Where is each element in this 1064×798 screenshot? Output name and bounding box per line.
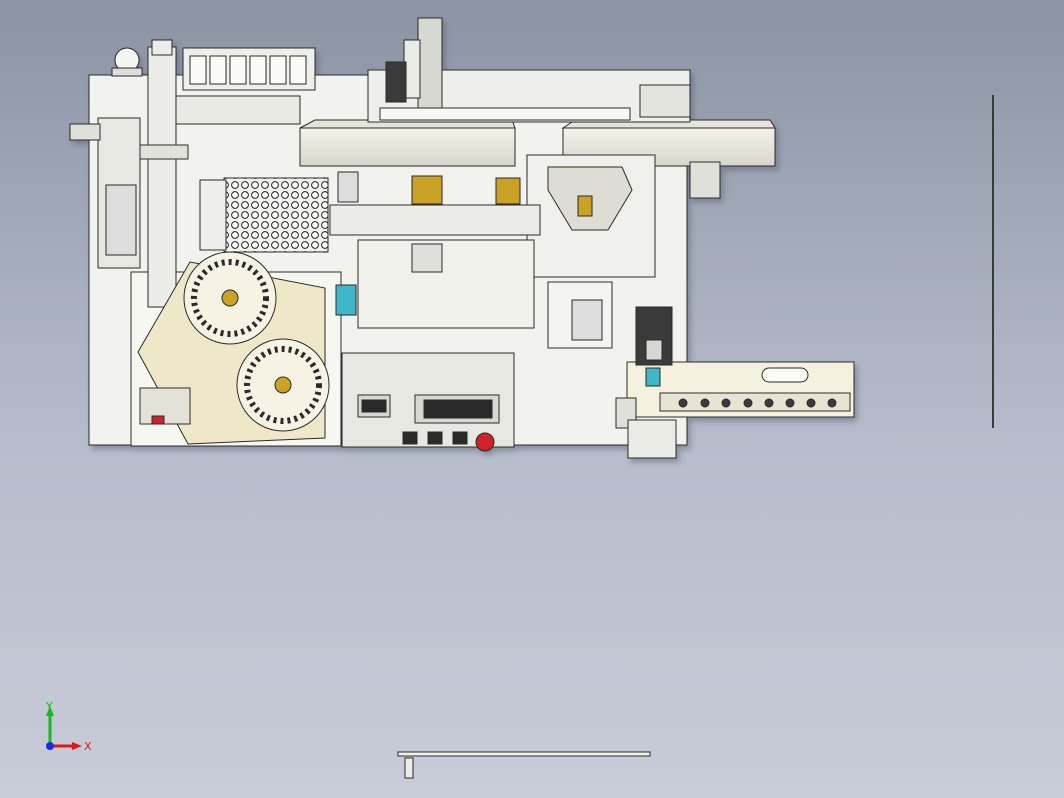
gripper-right: [495, 177, 521, 205]
panel-button-3: [452, 431, 468, 445]
y-axis-label: Y: [45, 700, 53, 713]
vertical-rail: [147, 46, 177, 308]
y-axis-arrow: [46, 706, 54, 716]
x-axis-arrow: [72, 742, 82, 750]
center-transfer-plate: [329, 204, 541, 236]
conveyor-rollers: [678, 398, 837, 408]
x-axis-label: X: [84, 740, 92, 753]
cylinder-rows: [189, 55, 307, 85]
coordinate-triad: Y X: [45, 700, 92, 753]
panel-button-2: [427, 431, 443, 445]
emergency-stop-icon: [475, 432, 495, 452]
center-lower-module: [357, 239, 535, 329]
carousel-latch: [139, 387, 191, 425]
gripper-center: [411, 175, 443, 205]
vertical-camera: [417, 17, 443, 109]
panel-button-1: [402, 431, 418, 445]
left-column-mount: [105, 184, 137, 256]
gripper-left: [337, 171, 359, 203]
left-spindle: [69, 123, 101, 141]
detached-part: [397, 751, 651, 779]
tube-rack: [223, 177, 329, 253]
gantry-rail: [379, 107, 631, 121]
crossbar: [175, 95, 301, 125]
machine-assembly[interactable]: [69, 17, 855, 459]
right-nozzle: [689, 161, 721, 199]
conveyor-belt: [659, 392, 851, 412]
z-axis-origin-icon: [46, 742, 54, 750]
center-upper-plate: [299, 127, 516, 167]
cyan-bracket: [335, 284, 357, 316]
